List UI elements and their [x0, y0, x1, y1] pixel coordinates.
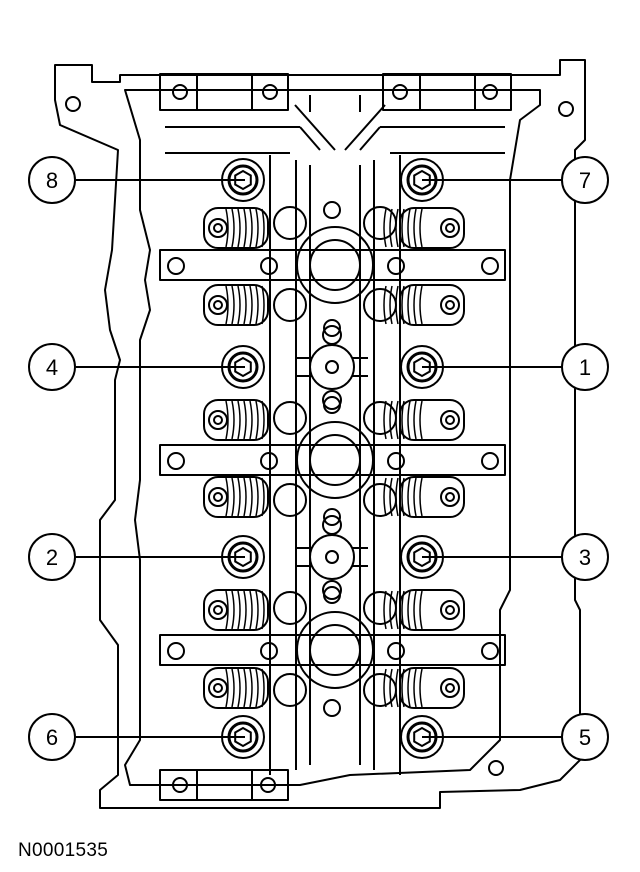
- svg-text:1: 1: [579, 355, 591, 380]
- callout-7: 7: [422, 156, 609, 204]
- top-cam-cap-left: [159, 73, 289, 111]
- mount-hole: [65, 96, 81, 112]
- callout-6: 6: [28, 713, 245, 761]
- svg-text:2: 2: [46, 545, 58, 570]
- valve-spring: [383, 667, 465, 709]
- callout-4: 4: [28, 343, 245, 391]
- plug-boss: [309, 534, 355, 580]
- valve-spring: [203, 476, 269, 518]
- valve-spring: [203, 399, 269, 441]
- svg-text:6: 6: [46, 725, 58, 750]
- cam-bridge: [159, 396, 506, 526]
- valve-spring: [203, 284, 269, 326]
- callout-2: 2: [28, 533, 245, 581]
- svg-text:3: 3: [579, 545, 591, 570]
- mount-hole: [488, 760, 504, 776]
- callout-3: 3: [422, 533, 609, 581]
- valve-spring: [383, 399, 465, 441]
- head-inner-outline: [124, 89, 541, 786]
- top-cam-cap-right: [382, 73, 512, 111]
- svg-text:7: 7: [579, 168, 591, 193]
- valve-spring: [203, 207, 269, 249]
- mount-hole: [558, 101, 574, 117]
- valve-spring: [383, 284, 465, 326]
- valve-spring: [383, 476, 465, 518]
- valve-spring: [383, 207, 465, 249]
- callout-5: 5: [422, 713, 609, 761]
- callout-1: 1: [422, 343, 609, 391]
- valve-spring: [383, 589, 465, 631]
- callout-8: 8: [28, 156, 245, 204]
- cam-bridge: [159, 586, 506, 717]
- valve-spring: [203, 589, 269, 631]
- svg-text:4: 4: [46, 355, 58, 380]
- svg-text:5: 5: [579, 725, 591, 750]
- bottom-cam-cap: [159, 769, 289, 801]
- plug-boss: [309, 344, 355, 390]
- figure-id: N0001535: [18, 840, 109, 861]
- head-outline: [54, 59, 586, 809]
- svg-text:8: 8: [46, 168, 58, 193]
- valve-spring: [203, 667, 269, 709]
